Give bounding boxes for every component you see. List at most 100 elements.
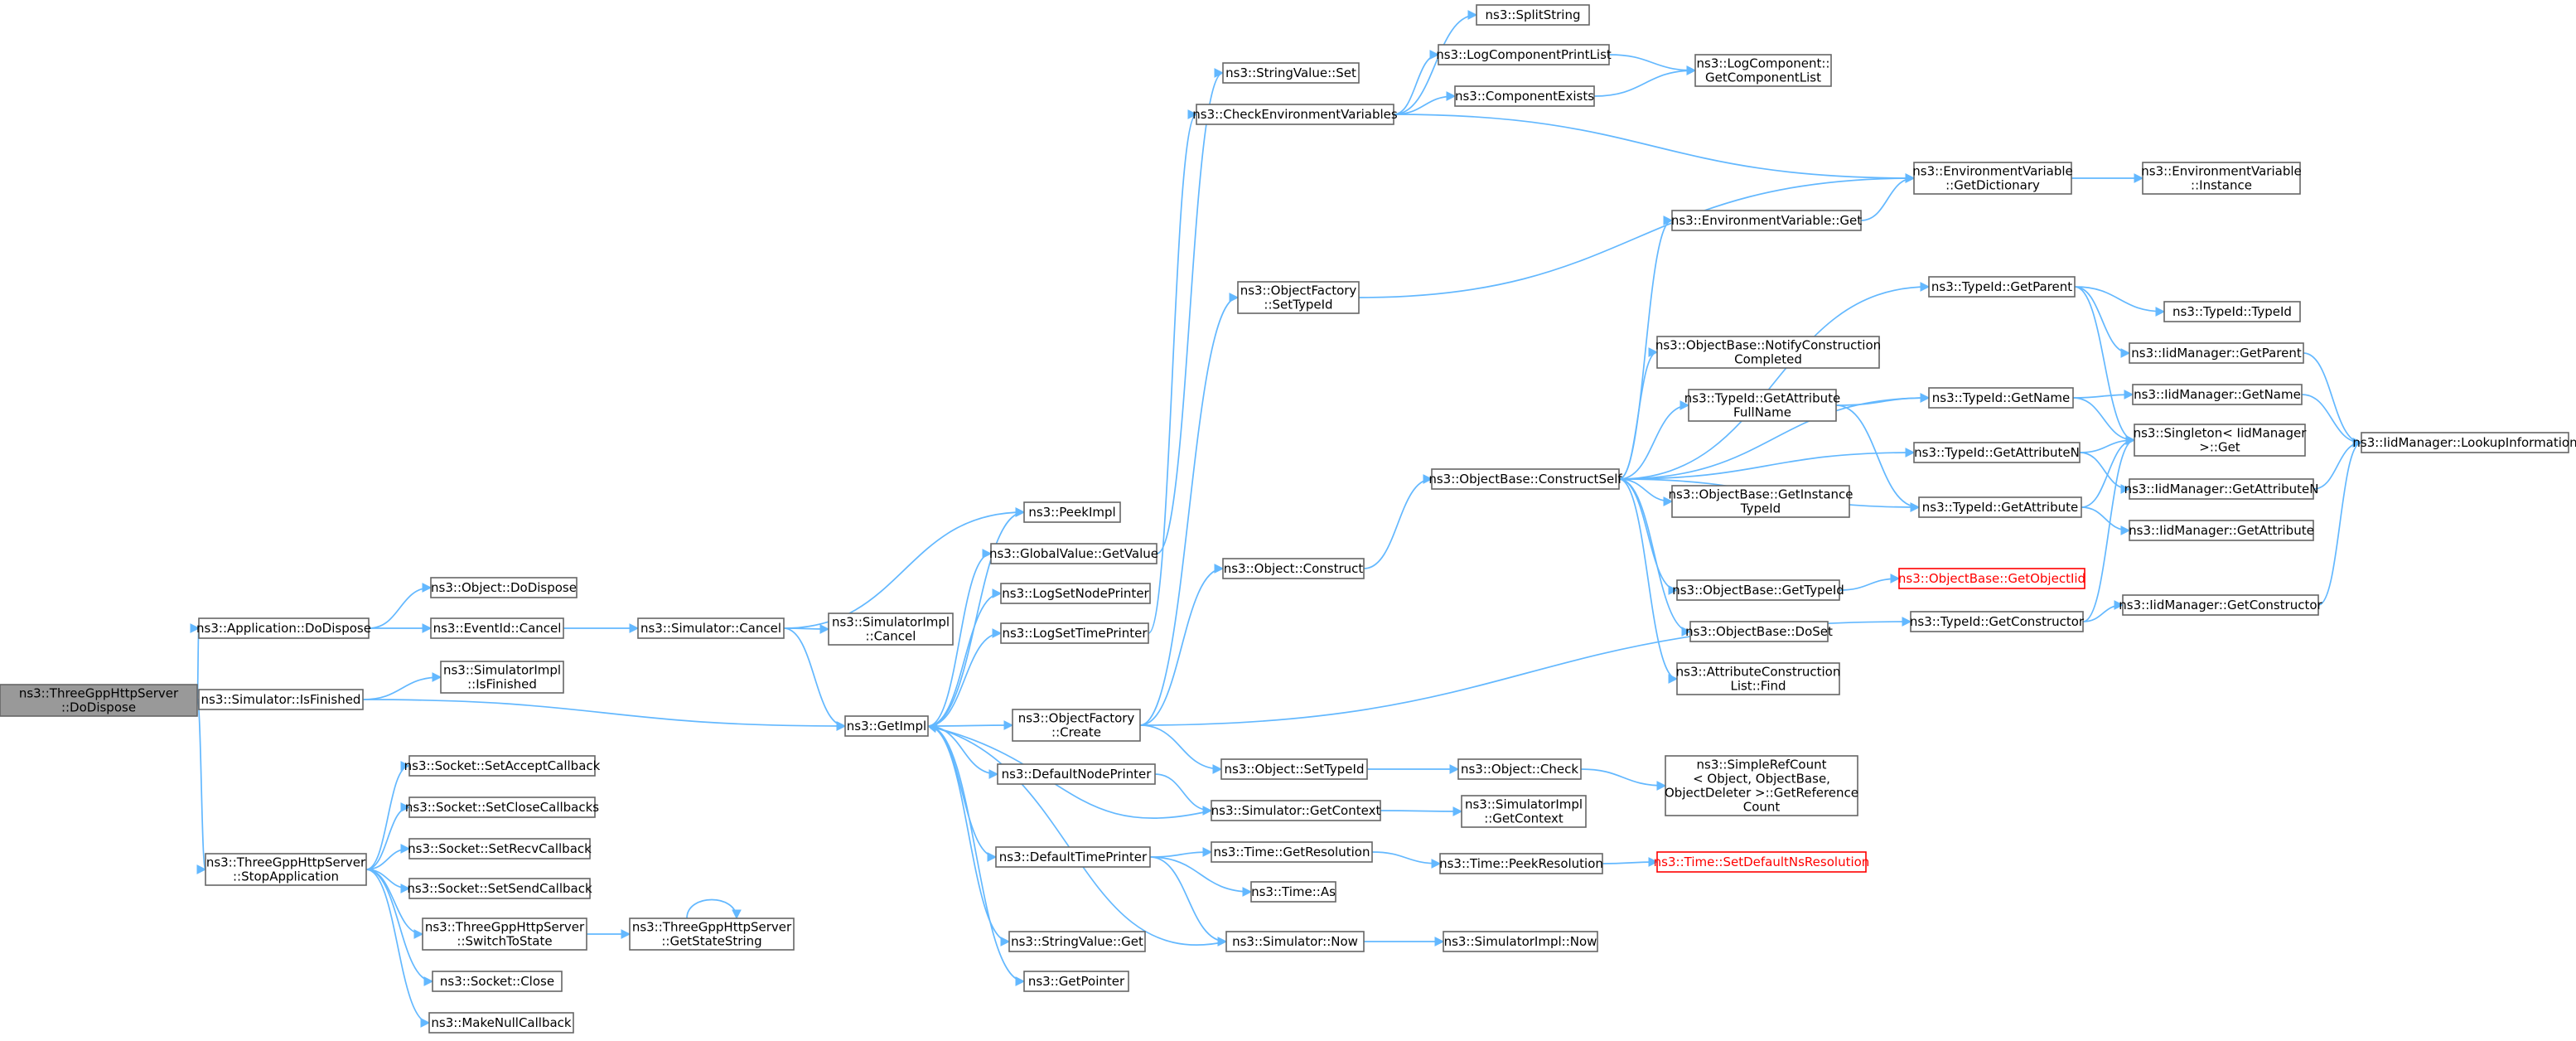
- node-ns3-simulatorimpl-isfinished[interactable]: ns3::SimulatorImpl::IsFinished: [440, 661, 564, 694]
- node-ns3-typeid-getconstructor[interactable]: ns3::TypeId::GetConstructor: [1910, 611, 2085, 632]
- node-ns3-simulatorimpl-getcontext[interactable]: ns3::SimulatorImpl::GetContext: [1461, 795, 1587, 828]
- node-ns3-checkenvironmentvariables[interactable]: ns3::CheckEnvironmentVariables: [1192, 104, 1398, 125]
- node-ns3-iidmanager-getname[interactable]: ns3::IidManager::GetName: [2132, 384, 2303, 405]
- node-label: ::Create: [1051, 725, 1101, 740]
- node-ns3-logsetnodeprinter[interactable]: ns3::LogSetNodePrinter: [1000, 583, 1151, 604]
- node-label: ns3::ObjectBase::GetInstance: [1669, 487, 1853, 502]
- node-ns3-objectbase-getobjectiid[interactable]: ns3::ObjectBase::GetObjectIid: [1898, 568, 2085, 589]
- node-ns3-simulator-getcontext[interactable]: ns3::Simulator::GetContext: [1211, 800, 1381, 821]
- node-ns3-socket-close[interactable]: ns3::Socket::Close: [432, 971, 563, 992]
- node-box: [1461, 795, 1587, 828]
- node-ns3-makenullcallback[interactable]: ns3::MakeNullCallback: [428, 1012, 574, 1034]
- node-ns3-socket-setrecvcallback[interactable]: ns3::Socket::SetRecvCallback: [408, 838, 592, 859]
- node-ns3-threegpphttpserver-stopapplication[interactable]: ns3::ThreeGppHttpServer::StopApplication: [205, 853, 367, 886]
- node-ns3-stringvalue-get[interactable]: ns3::StringValue::Get: [1008, 931, 1146, 952]
- edge-n60-to-n66: [2081, 435, 2136, 508]
- node-ns3-defaultnodeprinter[interactable]: ns3::DefaultNodePrinter: [997, 763, 1156, 785]
- node-ns3-eventid-cancel[interactable]: ns3::EventId::Cancel: [430, 617, 564, 639]
- node-ns3-simulatorimpl-cancel[interactable]: ns3::SimulatorImpl::Cancel: [828, 612, 954, 646]
- node-ns3-objectfactory-settypeid[interactable]: ns3::ObjectFactory::SetTypeId: [1237, 281, 1360, 314]
- node-ns3-threegpphttpserver-switchtostate[interactable]: ns3::ThreeGppHttpServer::SwitchToState: [422, 918, 587, 951]
- node-ns3-typeid-getattribute[interactable]: ns3::TypeId::GetAttribute: [1918, 496, 2082, 518]
- node-label: ns3::ObjectBase::GetObjectIid: [1898, 571, 2085, 586]
- node-ns3-objectbase-notifyconstruction-completed[interactable]: ns3::ObjectBase::NotifyConstructionCompl…: [1655, 336, 1881, 369]
- node-label: ns3::StringValue::Set: [1225, 65, 1356, 80]
- node-label: Count: [1743, 800, 1781, 815]
- node-box: [408, 796, 596, 818]
- node-ns3-typeid-getname[interactable]: ns3::TypeId::GetName: [1928, 387, 2074, 409]
- node-ns3-globalvalue-getvalue[interactable]: ns3::GlobalValue::GetValue: [989, 543, 1158, 564]
- node-ns3-simplerefcount-object-objectbase-objectdeleter-getreference-count[interactable]: ns3::SimpleRefCount< Object, ObjectBase,…: [1665, 755, 1858, 816]
- node-ns3-getpointer[interactable]: ns3::GetPointer: [1023, 971, 1129, 992]
- node-ns3-simulator-isfinished[interactable]: ns3::Simulator::IsFinished: [198, 689, 364, 710]
- node-ns3-singleton-iidmanager-get[interactable]: ns3::Singleton< IidManager>::Get: [2134, 424, 2308, 457]
- node-ns3-logsettimeprinter[interactable]: ns3::LogSetTimePrinter: [1000, 622, 1149, 644]
- node-ns3-componentexists[interactable]: ns3::ComponentExists: [1454, 85, 1595, 107]
- edge-n10-to-n21: [927, 588, 1003, 727]
- node-ns3-getimpl[interactable]: ns3::GetImpl: [844, 715, 929, 737]
- node-box: [408, 838, 591, 859]
- node-ns3-time-peekresolution[interactable]: ns3::Time::PeekResolution: [1439, 853, 1603, 874]
- node-ns3-objectfactory-create[interactable]: ns3::ObjectFactory::Create: [1012, 709, 1141, 742]
- node-ns3-splitstring[interactable]: ns3::SplitString: [1476, 4, 1590, 26]
- edge-n58-to-n66: [2072, 397, 2136, 445]
- node-ns3-time-as[interactable]: ns3::Time::As: [1250, 881, 1336, 903]
- node-ns3-socket-setsendcallback[interactable]: ns3::Socket::SetSendCallback: [407, 878, 592, 899]
- node-ns3-threegpphttpserver-getstatestring[interactable]: ns3::ThreeGppHttpServer::GetStateString: [629, 918, 795, 951]
- edge-n4-to-n16: [365, 869, 434, 986]
- node-ns3-typeid-getattributen[interactable]: ns3::TypeId::GetAttributeN: [1913, 442, 2081, 463]
- edge-n34-to-n46: [1371, 851, 1442, 869]
- node-label: TypeId: [1740, 501, 1781, 516]
- node-label: ns3::ObjectBase::DoSet: [1685, 624, 1833, 639]
- node-ns3-iidmanager-getattribute[interactable]: ns3::IidManager::GetAttribute: [2129, 520, 2314, 541]
- node-box: [2129, 342, 2304, 364]
- node-ns3-object-check[interactable]: ns3::Object::Check: [1457, 758, 1582, 780]
- node-box: [1220, 758, 1368, 780]
- node-label: Completed: [1734, 352, 1802, 367]
- node-box: [198, 689, 364, 710]
- node-box: [2142, 162, 2301, 195]
- node-ns3-iidmanager-getattributen[interactable]: ns3::IidManager::GetAttributeN: [2124, 478, 2319, 500]
- edge-n59-to-n67: [2079, 452, 2131, 494]
- node-label: ns3::Time::GetResolution: [1214, 845, 1370, 859]
- node-ns3-socket-setacceptcallback[interactable]: ns3::Socket::SetAcceptCallback: [404, 755, 601, 777]
- edge-n10-to-n22: [927, 628, 1003, 727]
- node-ns3-stringvalue-set[interactable]: ns3::StringValue::Set: [1222, 62, 1360, 84]
- node-ns3-defaulttimeprinter[interactable]: ns3::DefaultTimePrinter: [995, 846, 1151, 868]
- node-ns3-simulator-cancel[interactable]: ns3::Simulator::Cancel: [637, 617, 785, 639]
- node-ns3-iidmanager-getparent[interactable]: ns3::IidManager::GetParent: [2129, 342, 2304, 364]
- node-ns3-simulatorimpl-now[interactable]: ns3::SimulatorImpl::Now: [1443, 931, 1598, 952]
- node-ns3-object-dodispose[interactable]: ns3::Object::DoDispose: [430, 577, 578, 598]
- node-ns3-application-dodispose[interactable]: ns3::Application::DoDispose: [196, 617, 371, 639]
- node-ns3-iidmanager-lookupinformation[interactable]: ns3::IidManager::LookupInformation: [2352, 432, 2576, 453]
- node-ns3-socket-setclosecallbacks[interactable]: ns3::Socket::SetCloseCallbacks: [405, 796, 599, 818]
- node-ns3-logcomponentprintlist[interactable]: ns3::LogComponentPrintList: [1436, 44, 1612, 65]
- edge-n8-to-n19: [783, 507, 1026, 629]
- node-ns3-typeid-getparent[interactable]: ns3::TypeId::GetParent: [1928, 276, 2076, 298]
- node-box: [1910, 611, 2084, 632]
- nodes-layer: ns3::ThreeGppHttpServer::DoDispose ns3::A…: [0, 4, 2576, 1034]
- node-ns3-environmentvariable-getdictionary[interactable]: ns3::EnvironmentVariable::GetDictionary: [1912, 162, 2073, 195]
- node-ns3-objectbase-constructself[interactable]: ns3::ObjectBase::ConstructSelf: [1428, 468, 1622, 490]
- node-ns3-simulator-now[interactable]: ns3::Simulator::Now: [1225, 931, 1365, 952]
- node-ns3-threegpphttpserver-dodispose[interactable]: ns3::ThreeGppHttpServer::DoDispose: [0, 684, 198, 717]
- node-ns3-time-setdefaultnsresolution[interactable]: ns3::Time::SetDefaultNsResolution: [1654, 851, 1870, 873]
- node-ns3-object-settypeid[interactable]: ns3::Object::SetTypeId: [1220, 758, 1368, 780]
- node-label: GetComponentList: [1705, 70, 1821, 85]
- node-ns3-objectbase-doset[interactable]: ns3::ObjectBase::DoSet: [1685, 621, 1833, 642]
- node-ns3-iidmanager-getconstructor[interactable]: ns3::IidManager::GetConstructor: [2119, 594, 2323, 616]
- node-ns3-logcomponent-getcomponentlist[interactable]: ns3::LogComponent::GetComponentList: [1694, 54, 1832, 87]
- node-ns3-objectbase-gettypeid[interactable]: ns3::ObjectBase::GetTypeId: [1672, 579, 1844, 601]
- node-box: [637, 617, 785, 639]
- node-ns3-environmentvariable-get[interactable]: ns3::EnvironmentVariable::Get: [1671, 210, 1862, 231]
- node-ns3-peekimpl[interactable]: ns3::PeekImpl: [1023, 501, 1121, 523]
- node-ns3-object-construct[interactable]: ns3::Object::Construct: [1222, 558, 1365, 579]
- node-ns3-time-getresolution[interactable]: ns3::Time::GetResolution: [1211, 841, 1373, 863]
- edge-n30-to-n41: [1358, 173, 1916, 298]
- node-ns3-typeid-typeid[interactable]: ns3::TypeId::TypeId: [2163, 301, 2301, 322]
- node-ns3-environmentvariable-instance[interactable]: ns3::EnvironmentVariable::Instance: [2141, 162, 2302, 195]
